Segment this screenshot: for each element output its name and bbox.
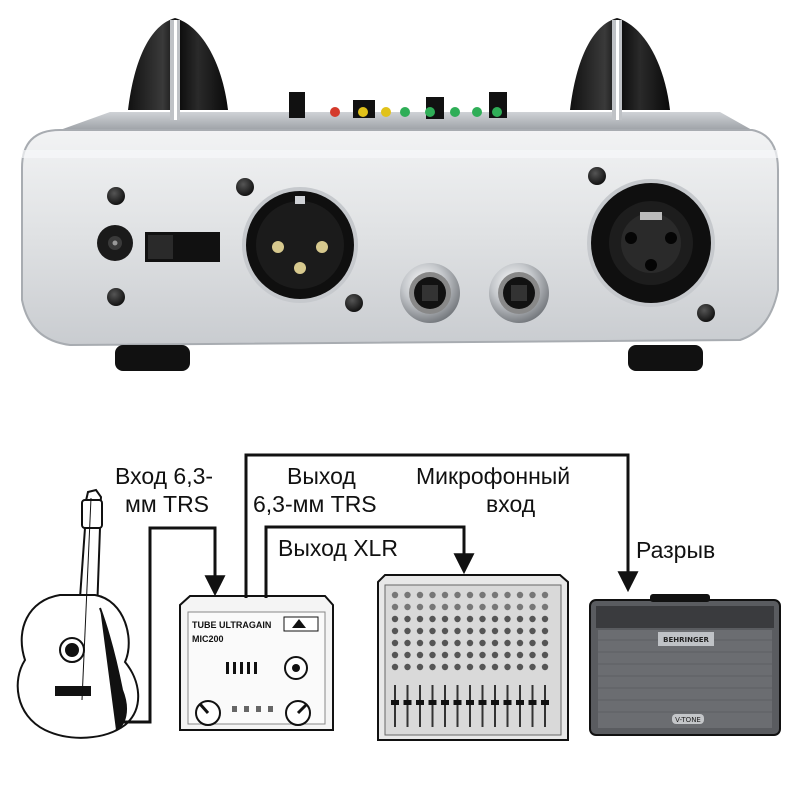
preamp-icon: TUBE ULTRAGAIN MIC200 [179, 595, 334, 731]
xlr-mic-input-connector [587, 179, 715, 307]
xlr-output-connector [242, 187, 358, 303]
foot-right [628, 345, 703, 371]
panel-screws [107, 167, 715, 322]
left-knob [128, 18, 228, 120]
led-row [330, 107, 502, 117]
preamp-title: TUBE ULTRAGAIN [192, 620, 271, 630]
label-input-trs: Вход 6,3- мм TRS [115, 463, 219, 517]
label-break: Разрыв [636, 537, 715, 563]
label-output-xlr: Выход XLR [278, 535, 398, 561]
guitar-icon [16, 488, 140, 739]
right-knob [570, 18, 670, 120]
cable-output-to-amp [244, 453, 639, 598]
device-rear-panel [21, 18, 779, 371]
cable-xlr-to-mixer [264, 525, 475, 598]
power-jack [97, 225, 133, 261]
amp-series: V-TONE [675, 716, 701, 724]
cable-guitar-to-input [118, 526, 226, 724]
preamp-model: MIC200 [192, 634, 224, 644]
trs-input-jack [400, 263, 460, 323]
trs-output-jack [489, 263, 549, 323]
foot-left [115, 345, 190, 371]
label-mic-input: Микрофонный вход [416, 463, 577, 517]
label-output-trs: Выход 6,3-мм TRS [253, 463, 377, 517]
mixer-icon [377, 574, 569, 741]
amplifier-icon: BEHRINGER V-TONE [589, 594, 781, 736]
amp-brand: BEHRINGER [663, 636, 709, 644]
